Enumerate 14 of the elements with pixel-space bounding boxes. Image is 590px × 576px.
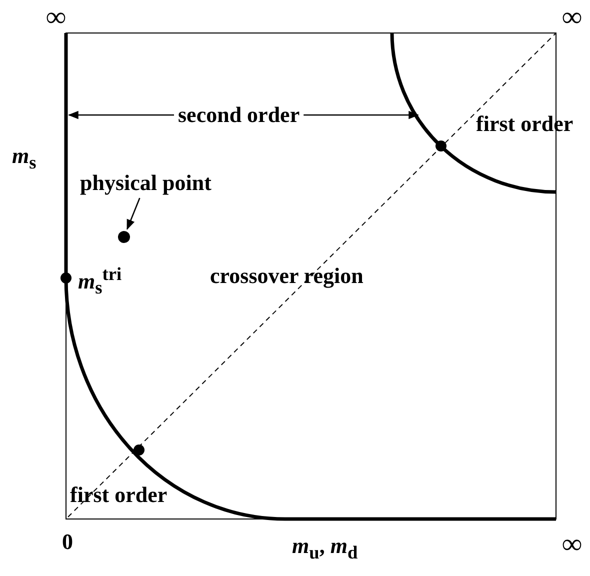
infinity-symbol: ∞ [46,4,66,32]
axis-label: m$_{s}$ [12,145,36,172]
region-label: first order [70,484,168,506]
infinity-symbol: ∞ [562,4,582,32]
arrow [68,110,174,120]
arrow [304,110,420,120]
physical-point-marker [118,231,130,243]
axis-label: m$_{u}$, m$_{d}$ [292,535,358,562]
origin-label: 0 [62,531,73,553]
region-label: crossover region [210,265,364,287]
point-label: physical point [80,172,212,194]
region-label: second order [178,104,300,126]
infinity-symbol: ∞ [562,531,582,559]
leader-arrow [126,198,140,230]
